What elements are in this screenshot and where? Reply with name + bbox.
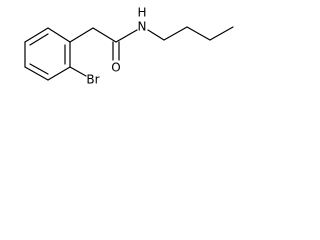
ring-double-bond [29,33,49,46]
chemical-structure-diagram: Br O N H [24,6,234,87]
carbonyl-to-nitrogen-bond [115,29,138,43]
bromine-label: Br [86,73,99,87]
oxygen-label: O [111,61,120,75]
ring-bond [24,66,49,81]
bromine-bond [69,66,87,77]
butyl-chain [147,26,234,41]
benzene-ring [24,27,71,81]
ring-to-ch2-bond [69,27,94,43]
nitrogen-to-c1-bond [147,29,165,41]
c1-to-c2-bond [163,26,188,41]
hydrogen-label: H [137,6,146,20]
ring-bond [47,27,71,43]
c2-to-c3-bond [186,26,211,41]
c3-to-c4-bond [209,26,234,41]
ring-double-bond [29,63,49,75]
nitrogen-label: N [138,20,147,34]
ring-bond [47,66,71,81]
ch2-to-carbonyl-bond [92,27,117,43]
ring-bond [24,27,49,43]
